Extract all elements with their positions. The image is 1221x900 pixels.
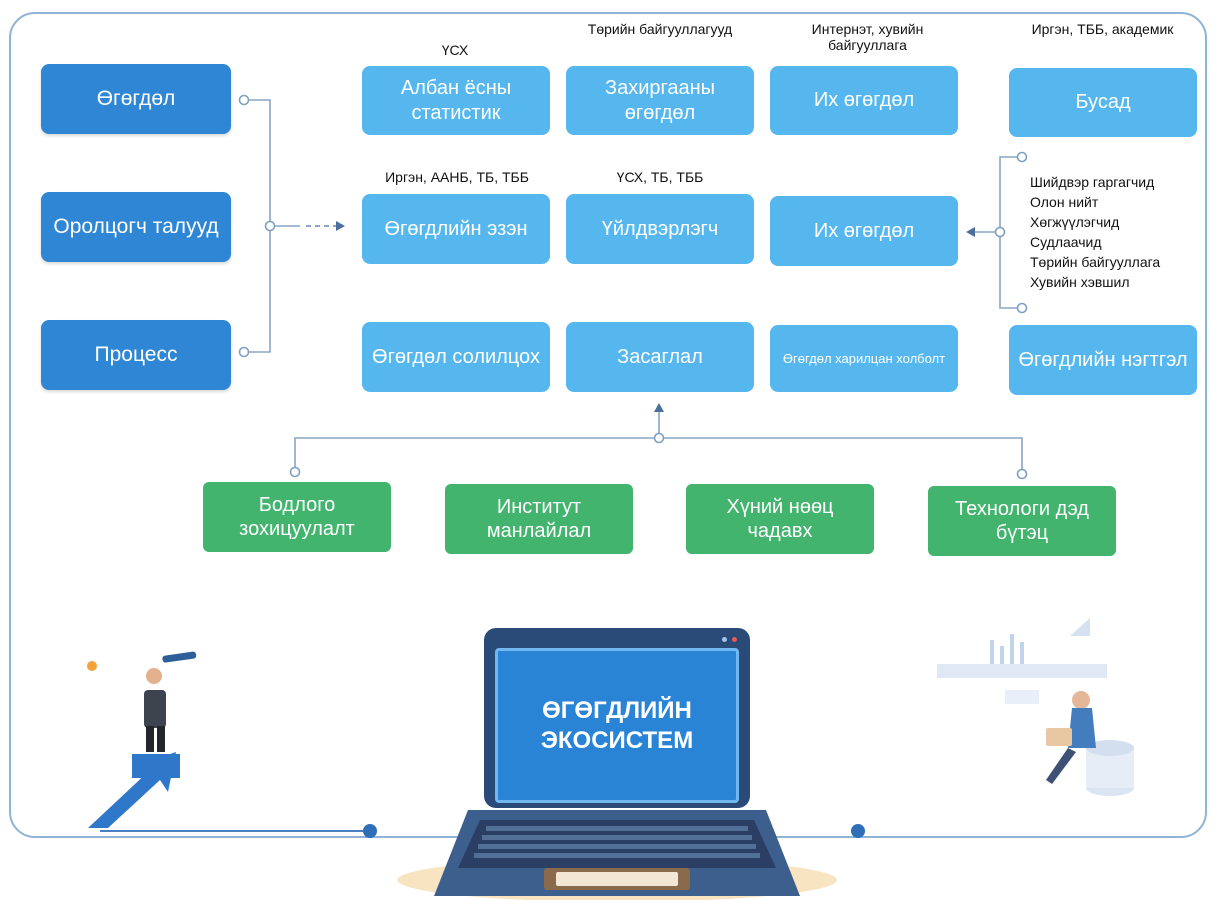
caption-data-owner: Иргэн, ААНБ, ТБ, ТББ <box>385 169 529 185</box>
box-big-data-source: Их өгөгдөл <box>770 66 958 135</box>
enabler-institution-label: Институт манлайлал <box>486 495 592 542</box>
category-stakeholders-label: Оролцогч талууд <box>53 215 219 239</box>
businessman-illustration <box>87 651 197 828</box>
node-dot <box>1016 468 1028 480</box>
ecosystem-title-line2: ЭКОСИСТЕМ <box>540 726 694 754</box>
arrow-left-icon <box>966 227 975 237</box>
enabler-policy-label: Бодлого зохицуулалт <box>239 493 355 540</box>
audience-item: Олон нийт <box>1030 194 1099 210</box>
node-dot <box>1016 302 1028 314</box>
laptop-light-icon <box>722 637 727 642</box>
enabler-technology-label: Технологи дэд бүтэц <box>955 497 1089 544</box>
box-data-exchange-label: Өгөгдөл солилцох <box>372 345 540 368</box>
node-dot <box>1016 151 1028 163</box>
box-governance: Засаглал <box>566 322 754 392</box>
ecosystem-title-line1: ӨГӨГДЛИЙН <box>542 696 692 724</box>
node-dot <box>653 432 665 444</box>
category-data: Өгөгдөл <box>41 64 231 134</box>
enabler-policy: Бодлого зохицуулалт <box>203 482 391 552</box>
caption-admin-data: Төрийн байгууллагууд <box>587 21 733 37</box>
laptop-close-icon <box>732 637 737 642</box>
caption-other: Иргэн, ТББ, академик <box>1031 21 1174 37</box>
box-other: Бусад <box>1009 68 1197 137</box>
node-dot <box>238 94 250 106</box>
audience-item: Хөгжүүлэгчид <box>1030 214 1120 230</box>
caption-producer: ҮСХ, ТБ, ТББ <box>616 169 704 185</box>
enabler-human-resources-label: Хүний нөөц чадавх <box>726 495 834 542</box>
frame-end-dot <box>851 824 865 838</box>
node-dot <box>238 346 250 358</box>
caption-official-stats: ҮСХ <box>441 42 469 58</box>
box-big-data-user-label: Их өгөгдөл <box>813 219 915 242</box>
box-producer: Үйлдвэрлэгч <box>566 194 754 264</box>
box-administrative-data: Захиргааны өгөгдөл <box>566 66 754 135</box>
category-process-label: Процесс <box>94 343 178 367</box>
box-administrative-data-label: Захиргааны өгөгдөл <box>604 77 716 124</box>
enabler-technology: Технологи дэд бүтэц <box>928 486 1116 556</box>
box-data-integration-label: Өгөгдлийн нэгтгэл <box>1018 348 1188 371</box>
frame-end-dot <box>363 824 377 838</box>
node-dot <box>289 466 301 478</box>
box-data-interconnection: Өгөгдөл харилцан холболт <box>770 325 958 392</box>
arrow-up-icon <box>654 403 664 412</box>
audience-list: Шийдвэр гаргагчид Олон нийт Хөгжүүлэгчид… <box>1030 172 1160 292</box>
caption-big-data: Интернэт, хувийн байгууллага <box>811 21 924 54</box>
enabler-institution: Институт манлайлал <box>445 484 633 554</box>
box-official-statistics: Албан ёсны статистик <box>362 66 550 135</box>
box-data-exchange: Өгөгдөл солилцох <box>362 322 550 392</box>
box-big-data-user: Их өгөгдөл <box>770 196 958 266</box>
box-data-owner-label: Өгөгдлийн эзэн <box>384 217 528 240</box>
box-producer-label: Үйлдвэрлэгч <box>601 217 719 240</box>
audience-item: Хувийн хэвшил <box>1030 274 1130 290</box>
enabler-human-resources: Хүний нөөц чадавх <box>686 484 874 554</box>
category-process: Процесс <box>41 320 231 390</box>
box-official-statistics-label: Албан ёсны статистик <box>400 77 512 124</box>
box-data-owner: Өгөгдлийн эзэн <box>362 194 550 264</box>
audience-item: Төрийн байгууллага <box>1030 254 1161 270</box>
audience-item: Судлаачид <box>1030 234 1102 250</box>
node-dot <box>994 226 1006 238</box>
category-stakeholders: Оролцогч талууд <box>41 192 231 262</box>
box-big-data-source-label: Их өгөгдөл <box>813 89 915 112</box>
node-dot <box>264 220 276 232</box>
laptop-screen: ӨГӨГДЛИЙН ЭКОСИСТЕМ <box>495 648 739 803</box>
analyst-illustration <box>937 618 1134 796</box>
box-other-label: Бусад <box>1075 91 1131 114</box>
audience-item: Шийдвэр гаргагчид <box>1030 174 1155 190</box>
box-data-interconnection-label: Өгөгдөл харилцан холболт <box>782 350 946 366</box>
category-data-label: Өгөгдөл <box>96 87 176 111</box>
arrow-right-icon <box>336 221 345 231</box>
box-data-integration: Өгөгдлийн нэгтгэл <box>1009 325 1197 395</box>
box-governance-label: Засаглал <box>617 345 703 368</box>
